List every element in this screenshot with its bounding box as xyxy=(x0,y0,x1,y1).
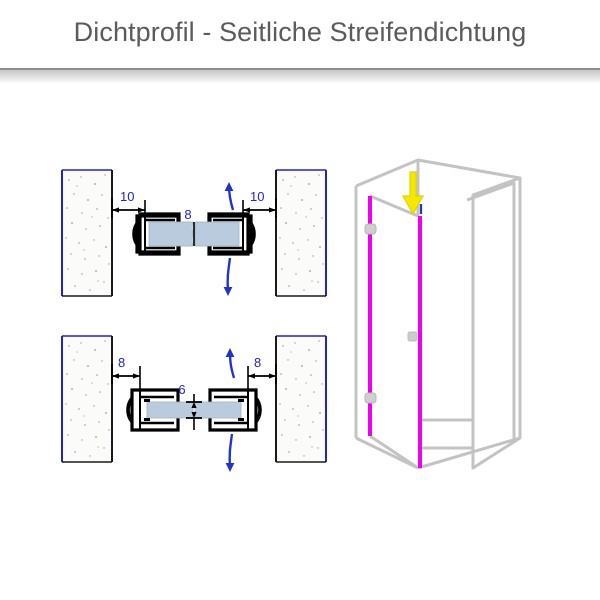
swing-arrow-up-bottom xyxy=(225,348,236,379)
seal-lip-detail-bottom-left xyxy=(144,418,150,421)
seal-channel-outer-left xyxy=(138,212,181,256)
wall-right-fill xyxy=(276,170,326,296)
swing-arc-down xyxy=(226,257,232,291)
cross-section-bottom-diagram: 8 6 8 xyxy=(61,335,327,472)
hinge-upper-body xyxy=(364,223,377,235)
wall-left-fill xyxy=(62,170,112,296)
glass-pane-left-top xyxy=(148,221,194,247)
wall-left-bottom xyxy=(61,335,113,463)
dimension-right-gap-top: 10 xyxy=(242,189,277,218)
page-title: Dichtprofil - Seitliche Streifendichtung xyxy=(73,17,527,47)
dim-arrow-right xyxy=(138,207,145,213)
dimension-label-right-gap-bottom: 8 xyxy=(254,355,261,370)
dimension-glass-bottom: 6 xyxy=(178,382,202,430)
dim-arrow-right xyxy=(133,373,140,379)
wall-right-top xyxy=(275,169,327,297)
enclosure-top-edge xyxy=(355,158,521,188)
dimension-label-glass-top: 8 xyxy=(184,207,191,222)
dimension-left-gap-bottom: 8 xyxy=(111,355,141,390)
dim-arrow-left xyxy=(243,207,250,213)
seal-profile-left-top xyxy=(132,212,197,256)
door-handle xyxy=(407,331,418,342)
wall-right-speckles xyxy=(279,340,324,457)
header-divider xyxy=(0,68,600,70)
dimension-glass-top: 8 xyxy=(184,207,195,246)
wall-left-top xyxy=(61,169,113,297)
enclosure-right-panel-inner xyxy=(466,181,516,443)
dimension-left-gap-top: 10 xyxy=(111,189,146,218)
swing-arrowhead-up xyxy=(225,348,235,357)
dimension-label-glass-bottom: 6 xyxy=(178,382,185,397)
seal-profile-left-bottom xyxy=(126,388,197,432)
wall-right-fill xyxy=(276,336,326,462)
pointer-arrow-icon xyxy=(401,171,425,216)
seal-profile-right-top xyxy=(191,212,256,256)
seal-lip-detail-top-right xyxy=(238,399,244,402)
header: Dichtprofil - Seitliche Streifendichtung xyxy=(0,0,600,84)
dim-arrow-right xyxy=(269,207,276,213)
seal-profile-right-bottom xyxy=(191,388,262,432)
wall-left-speckles xyxy=(65,340,110,457)
swing-arrow-up-top xyxy=(224,182,235,211)
seal-channel-outer-right xyxy=(207,212,250,256)
swing-arrowhead-up xyxy=(224,182,234,191)
header-shadow xyxy=(0,70,600,84)
glass-pane-right-bottom xyxy=(194,401,242,419)
dim-glass-arrow-down xyxy=(191,412,197,418)
dim-arrow-left xyxy=(248,373,255,379)
dimension-label-right-gap-top: 10 xyxy=(250,189,264,204)
dimension-label-left-gap-top: 10 xyxy=(120,189,134,204)
swing-arrow-down-bottom xyxy=(225,433,235,472)
wall-right-speckles xyxy=(279,174,324,291)
swing-arrow-down-top xyxy=(223,257,233,296)
dim-arrow-right xyxy=(269,373,276,379)
door-bottom-edge xyxy=(369,434,419,470)
cross-section-top-diagram: 10 8 10 xyxy=(61,169,327,297)
swing-arrowhead-down xyxy=(225,463,235,472)
dimension-right-gap-bottom: 8 xyxy=(247,355,277,390)
dimension-label-left-gap-bottom: 8 xyxy=(118,355,125,370)
hinge-lower xyxy=(364,392,377,404)
seal-lip-detail-top-left xyxy=(144,399,150,402)
seal-lip-detail-bottom-right xyxy=(238,418,244,421)
enclosure-base-left xyxy=(355,436,419,470)
hinge-lower-body xyxy=(364,392,377,404)
glass-pane-right-top xyxy=(194,221,240,247)
enclosure-frame xyxy=(354,158,522,470)
dim-glass-arrow-up xyxy=(191,402,197,408)
hinge-upper xyxy=(364,223,377,235)
swing-arc-down xyxy=(228,433,234,467)
shower-enclosure-3d xyxy=(354,158,522,470)
door-top-edge xyxy=(369,194,419,218)
dim-arrow-left xyxy=(112,373,119,379)
dim-arrow-left xyxy=(112,207,119,213)
enclosure-base-right xyxy=(417,436,521,470)
wall-left-speckles xyxy=(65,174,110,291)
glass-pane-left-bottom xyxy=(146,401,194,419)
wall-left-fill xyxy=(62,336,112,462)
pointer-arrow-shape xyxy=(401,171,425,216)
swing-arrowhead-down xyxy=(223,287,233,296)
wall-right-bottom xyxy=(275,335,327,463)
